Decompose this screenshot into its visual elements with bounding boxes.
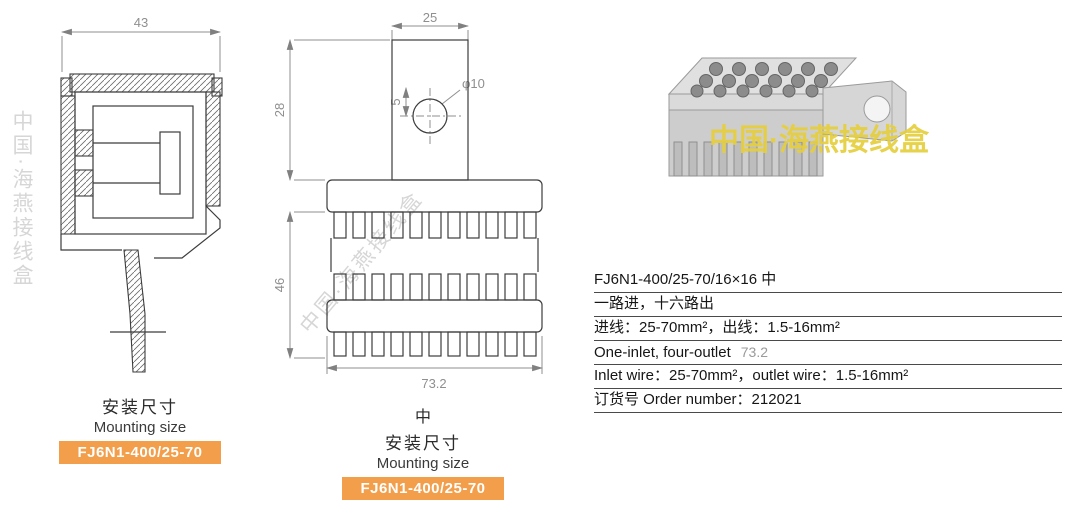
product-photo: 中国·海燕接线盒 [667, 57, 930, 177]
left-view-panel: 43 安装尺寸 Mounting size [14, 14, 266, 464]
mounting-size-label-en: Mounting size [93, 419, 187, 436]
spec-row-order-number: 订货号 Order number：212021 [594, 389, 1062, 413]
dim-hole-dia-label: φ10 [462, 76, 485, 91]
side-view-drawing: 43 [60, 15, 223, 373]
spec-row-ways-cn: 一路进，十六路出 [594, 293, 1062, 317]
middle-terminal-teeth [333, 273, 537, 301]
mounting-size-label-cn: 安装尺寸 [385, 434, 461, 453]
spec-row-wire-cn: 进线：25-70mm²，出线：1.5-16mm² [594, 317, 1062, 341]
side-view-part [60, 73, 223, 373]
spec-row-model: FJ6N1-400/25-70/16×16 中 [594, 269, 1062, 293]
dim-25-label: 25 [423, 10, 437, 25]
terminal-holes [690, 62, 838, 98]
dimensions: 25 28 46 5 φ10 73.2 [272, 10, 544, 391]
spec-row-ways-en: One-inlet, four-outlet 73.2 [594, 341, 1062, 365]
watermark-yellow: 中国·海燕接线盒 [709, 123, 930, 157]
spec-ways-en-text: One-inlet, four-outlet [594, 344, 731, 361]
mounting-hole [412, 98, 448, 134]
size-class-label: 中 [414, 409, 431, 426]
mounting-size-label-cn: 安装尺寸 [102, 398, 178, 417]
front-view-part [326, 39, 543, 357]
dim-73-2-label: 73.2 [421, 376, 446, 391]
spec-table: FJ6N1-400/25-70/16×16 中 一路进，十六路出 进线：25-7… [594, 269, 1062, 413]
upper-terminal-teeth [333, 211, 537, 239]
product-panel: 中国·海燕接线盒 FJ6N1-400/25-70/16×16 中 一路进，十六路… [594, 42, 1066, 413]
dim-43-label: 43 [134, 15, 148, 30]
front-view-panel: 25 28 46 5 φ10 73.2 [272, 10, 574, 500]
spec-row-wire-en: Inlet wire：25-70mm²，outlet wire：1.5-16mm… [594, 365, 1062, 389]
bracket-hole [863, 95, 891, 123]
width-dimension: 43 [60, 15, 222, 72]
model-badge: FJ6N1-400/25-70 [342, 477, 504, 500]
front-view-drawing: 25 28 46 5 φ10 73.2 [272, 10, 544, 391]
overlay-dim-text: 73.2 [740, 344, 768, 360]
dim-28-label: 28 [272, 103, 287, 117]
dim-46-label: 46 [272, 278, 287, 292]
lower-terminal-teeth [333, 331, 537, 357]
mounting-size-label-en: Mounting size [376, 455, 470, 472]
dim-5-label: 5 [388, 98, 403, 105]
model-badge: FJ6N1-400/25-70 [59, 441, 221, 464]
terminal-comb-ribs [673, 141, 818, 177]
